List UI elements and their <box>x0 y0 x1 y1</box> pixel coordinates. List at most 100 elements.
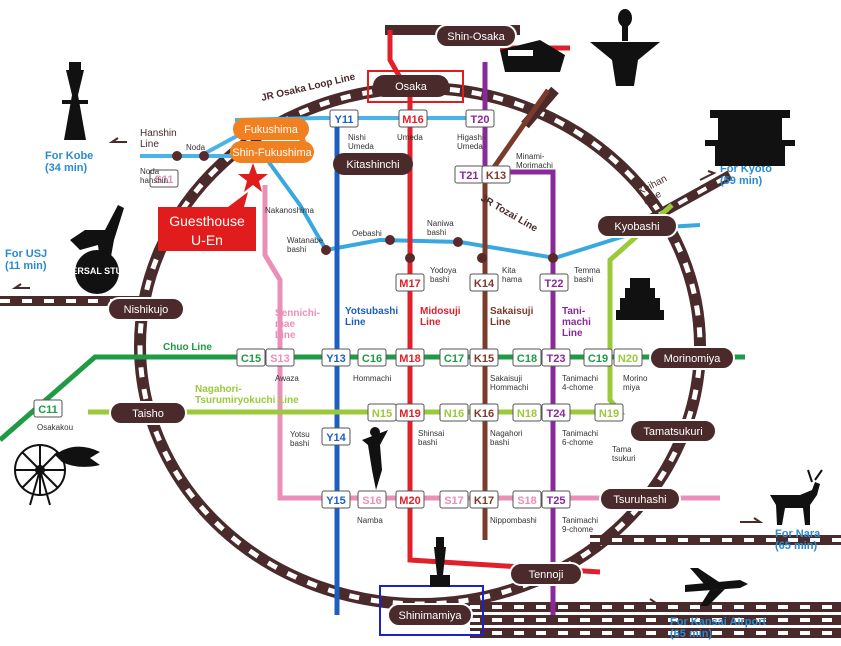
station-label: Tamatsukuri <box>643 426 702 438</box>
code-label: C18 <box>517 353 537 365</box>
station-code-k15: K15 <box>469 348 499 367</box>
station-shinimamiya[interactable]: Shinimamiya <box>387 603 473 627</box>
minami-morimachi-label: Minami-Morimachi <box>516 152 553 170</box>
station-code-m20: M20 <box>395 490 425 509</box>
station-code-c16: C16 <box>357 348 387 367</box>
code-label: K13 <box>486 170 506 182</box>
code-label: M17 <box>399 278 420 290</box>
station-taisho[interactable]: Taisho <box>109 401 187 425</box>
code-label: Y14 <box>326 432 346 444</box>
station-shin-osaka[interactable]: Shin-Osaka <box>435 24 517 48</box>
station-label: Shinimamiya <box>399 610 463 622</box>
station-tamatsukuri[interactable]: Tamatsukuri <box>629 419 717 443</box>
code-label: Y11 <box>335 114 354 126</box>
temple-icon <box>705 110 795 166</box>
station-code-n19: N19 <box>594 403 624 422</box>
station-code-y13: Y13 <box>321 348 351 367</box>
code-label: S18 <box>517 495 537 507</box>
shinkansen-icon <box>500 40 565 72</box>
hommachi-label: Hommachi <box>353 374 391 383</box>
code-label: S11 <box>155 174 174 186</box>
station-code-c19: C19 <box>583 348 613 367</box>
code-label: M16 <box>402 114 423 126</box>
nagahori-line-label: Nagahori-Tsurumiryokuchi Line <box>195 384 299 406</box>
noda-label: Noda <box>186 143 206 152</box>
keihan-line-label: KeihanLine <box>636 173 674 207</box>
jr-loop-line <box>134 82 706 610</box>
chuo-line-label: Chuo Line <box>163 342 212 353</box>
for-nara-label: For Nara(65 min) <box>775 528 821 552</box>
code-label: C17 <box>444 353 464 365</box>
osaka-castle-icon <box>616 278 664 320</box>
code-label: K14 <box>474 278 495 290</box>
station-osaka[interactable]: Osaka <box>373 75 449 97</box>
station-tsuruhashi[interactable]: Tsuruhashi <box>599 487 681 511</box>
station-label: Shin-Fukushima <box>232 147 312 159</box>
code-label: T20 <box>471 114 490 126</box>
station-label: Kyobashi <box>614 221 659 233</box>
for-usj-label: For USJ(11 min) <box>5 248 47 272</box>
station-label: Kitashinchi <box>346 159 399 171</box>
guesthouse-label-line1: Guesthouse <box>169 213 245 229</box>
code-label: N15 <box>372 408 392 420</box>
code-label: M19 <box>399 408 420 420</box>
station-code-k14: K14 <box>469 273 499 292</box>
direction-arrows <box>11 137 764 604</box>
station-kyobashi[interactable]: Kyobashi <box>596 214 678 238</box>
station-code-t24: T24 <box>541 403 571 422</box>
dinosaur-icon <box>70 205 124 262</box>
station-code-c15: C15 <box>236 348 266 367</box>
station-label: Shin-Osaka <box>447 31 505 43</box>
usj-logo-text: UNIVERSAL STUDIOS <box>50 266 144 276</box>
dancer-icon <box>362 427 388 490</box>
nippombashi-label: Nippombashi <box>490 516 537 525</box>
station-kitashinchi[interactable]: Kitashinchi <box>333 153 413 175</box>
nakanoshima-label: Nakanoshima <box>265 206 314 215</box>
station-shin-fukushima[interactable]: Shin-Fukushima <box>230 141 314 163</box>
station-code-k16: K16 <box>469 403 499 422</box>
code-label: T23 <box>547 353 566 365</box>
station-morinomiya[interactable]: Morinomiya <box>649 346 735 370</box>
station-code-c18: C18 <box>512 348 542 367</box>
station-code-c11: C11 <box>33 399 63 418</box>
guesthouse-marker[interactable]: Guesthouse U-En <box>158 163 268 251</box>
higashi-umeda-label: Higashi-Umeda <box>457 133 487 151</box>
osaka-highlight-box <box>367 70 464 103</box>
station-code-m19: M19 <box>395 403 425 422</box>
station-nishikujo[interactable]: Nishikujo <box>107 297 185 321</box>
code-label: C19 <box>588 353 608 365</box>
station-code-k17: K17 <box>469 490 499 509</box>
station-code-n16: N16 <box>439 403 469 422</box>
station-tennoji[interactable]: Tennoji <box>509 562 583 586</box>
code-label: N19 <box>599 408 619 420</box>
tower-icon <box>430 537 450 587</box>
code-label: Y15 <box>326 495 346 507</box>
station-label: Osaka <box>395 81 428 93</box>
station-code-n15: N15 <box>367 403 397 422</box>
star-icon <box>238 163 268 192</box>
code-label: C16 <box>362 353 382 365</box>
umeda-label: Umeda <box>397 133 423 142</box>
code-label: M20 <box>399 495 420 507</box>
station-code-m18: M18 <box>395 348 425 367</box>
code-label: N16 <box>444 408 464 420</box>
airplane-icon <box>685 568 748 606</box>
station-fukushima[interactable]: Fukushima <box>233 118 309 140</box>
station-code-s16: S16 <box>357 490 387 509</box>
station-code-n18: N18 <box>512 403 542 422</box>
junction-dots <box>172 151 558 263</box>
code-label: K16 <box>474 408 494 420</box>
station-code-s13: S13 <box>265 348 295 367</box>
for-kyoto-label: For Kyoto(59 min) <box>720 163 772 187</box>
